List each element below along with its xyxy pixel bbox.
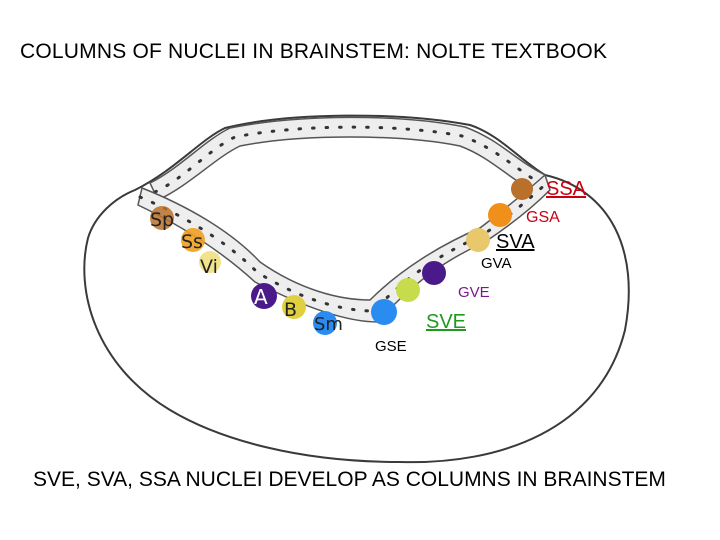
sp-circle [150,206,174,230]
slide-footer-text: SVE, SVA, SSA NUCLEI DEVELOP AS COLUMNS … [33,468,666,491]
roof-dots [153,125,543,194]
gve-dot [396,278,420,302]
vi-circle [199,251,221,273]
sva-label: SVA [496,231,535,253]
ssa-dot [511,178,533,200]
sm-circle [313,311,337,335]
ss-circle [181,228,205,252]
a-label: A [254,285,268,309]
a-circle [251,283,277,309]
sp-label: Sp [150,209,174,231]
slide-title: COLUMNS OF NUCLEI IN BRAINSTEM: NOLTE TE… [20,40,608,63]
ventricle-floor [137,173,551,323]
gva-label: GVA [481,255,512,272]
sve-dot [371,299,397,325]
sva-dot [466,228,490,252]
gva-dot [422,261,446,285]
b-circle [282,295,306,319]
ssa-label: SSA [546,178,587,200]
vi-label: Vi [200,256,218,278]
sve-label: SVE [426,311,466,333]
gsa-label: GSA [526,209,560,226]
gsa-dot [488,203,512,227]
b-label: B [284,299,297,321]
brainstem-outline [83,114,630,464]
gse-label: GSE [375,338,407,355]
gve-label: GVE [458,284,490,301]
sm-label: Sm [314,314,343,335]
ss-label: Ss [181,231,203,253]
